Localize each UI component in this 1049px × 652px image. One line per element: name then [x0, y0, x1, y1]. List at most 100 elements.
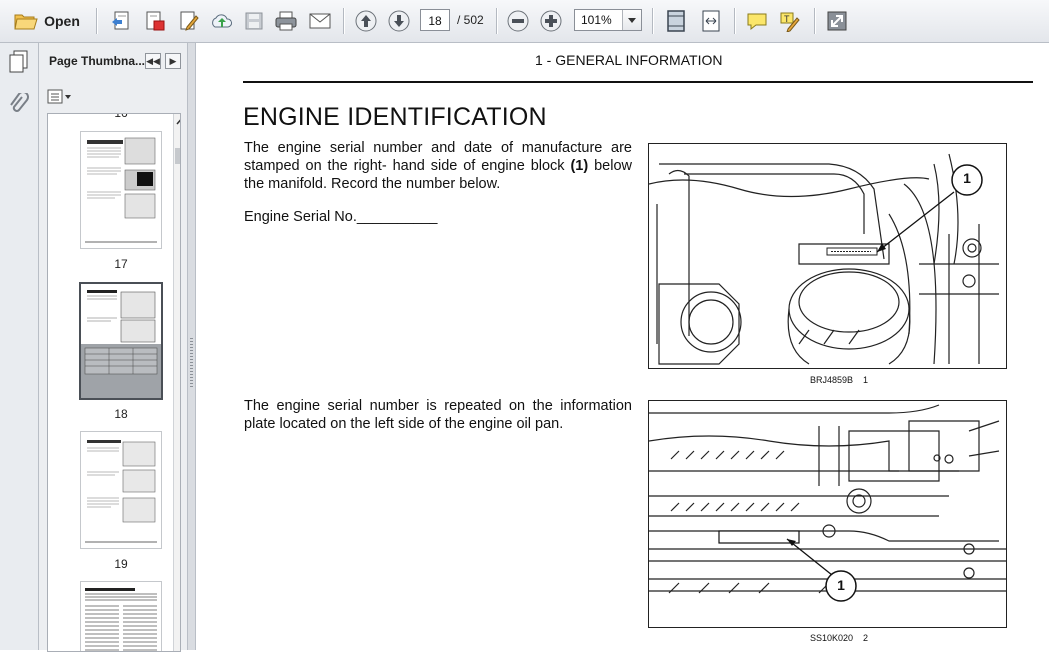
section-header: 1 - GENERAL INFORMATION: [535, 52, 723, 68]
save-icon: [245, 12, 263, 30]
highlight-icon: T: [780, 12, 800, 32]
engine-block-figure: 1: [648, 143, 1007, 369]
page-preview: [85, 588, 157, 651]
serial-number-field: Engine Serial No.__________: [244, 209, 438, 225]
comment-icon: [747, 13, 767, 31]
comment-button[interactable]: [743, 7, 771, 35]
paperclip-icon: [10, 91, 29, 112]
callout-number: 1: [963, 170, 971, 186]
email-icon: [309, 13, 331, 29]
convert-pdf-icon: [146, 11, 165, 31]
thumbnail-page-17[interactable]: [81, 132, 161, 248]
edit-pdf-icon: [180, 11, 199, 31]
fit-page-button[interactable]: [662, 7, 690, 35]
panel-header: Page Thumbna... ◀◀ ▶: [39, 43, 187, 77]
engine-block-illustration: [649, 153, 999, 365]
upload-icon: [212, 14, 232, 28]
page-up-icon: [355, 10, 377, 32]
page-title: ENGINE IDENTIFICATION: [243, 103, 547, 131]
fit-page-icon: [667, 10, 685, 32]
thumbnail-label: 16: [114, 113, 128, 120]
toolbar-separator: [814, 8, 815, 34]
document-page: 1 - GENERAL INFORMATION ENGINE IDENTIFIC…: [196, 43, 1049, 650]
figure-number: 2: [863, 633, 869, 643]
fit-width-button[interactable]: [697, 7, 725, 35]
callout-number: 1: [837, 577, 845, 593]
page-thumbnails-tab[interactable]: [7, 49, 31, 75]
oil-pan-figure: 1: [648, 400, 1007, 628]
paragraph-information-plate: The engine serial number is repeated on …: [244, 398, 632, 432]
zoom-value: 101%: [581, 13, 612, 27]
figure-code: SS10K020: [810, 633, 854, 643]
zoom-out-button[interactable]: [505, 7, 531, 35]
thumbnails-list: 16 17: [47, 113, 181, 652]
print-icon: [275, 11, 297, 31]
thumbnail-page-20[interactable]: [81, 582, 161, 651]
attachments-tab[interactable]: [8, 91, 30, 117]
page-preview: [81, 290, 161, 398]
expand-icon: [827, 11, 847, 31]
double-chevron-left-icon: ◀◀: [146, 56, 160, 66]
toolbar-separator: [96, 8, 97, 34]
edit-pdf-button[interactable]: [176, 7, 202, 35]
email-button[interactable]: [306, 7, 334, 35]
toolbar-separator: [343, 8, 344, 34]
paragraph-engine-serial: The engine serial number and date of man…: [244, 139, 632, 193]
paragraph-text: below the manifold. Record the number be…: [244, 158, 632, 192]
zoom-in-icon: [540, 10, 562, 32]
thumbnail-options-button[interactable]: [47, 89, 73, 105]
svg-text:T: T: [784, 14, 790, 24]
thumbnail-label: 19: [114, 557, 128, 571]
splitter-grip[interactable]: [190, 338, 193, 388]
open-button[interactable]: Open: [8, 7, 86, 35]
expand-button[interactable]: [823, 7, 851, 35]
callout-reference: (1): [570, 158, 589, 174]
thumbnail-page-19[interactable]: [81, 432, 161, 548]
previous-page-button[interactable]: [353, 7, 379, 35]
chevron-right-icon: ▶: [169, 56, 177, 66]
toolbar-separator: [734, 8, 735, 34]
pages-icon: [9, 50, 28, 73]
thumbnail-label: 18: [114, 407, 128, 421]
toolbar-separator: [652, 8, 653, 34]
page-down-icon: [388, 10, 410, 32]
fit-width-icon: [702, 10, 720, 32]
panel-title: Page Thumbna...: [49, 54, 146, 68]
page-preview: [85, 440, 157, 543]
convert-pdf-button[interactable]: [142, 7, 168, 35]
next-page-button[interactable]: [386, 7, 412, 35]
highlight-button[interactable]: T: [776, 7, 804, 35]
open-folder-icon: [14, 14, 38, 30]
thumbnail-page-18[interactable]: [81, 284, 161, 398]
print-button[interactable]: [272, 7, 300, 35]
zoom-in-button[interactable]: [538, 7, 564, 35]
open-label: Open: [44, 13, 80, 29]
panel-menu-button[interactable]: ▶: [165, 53, 181, 69]
page-number-input[interactable]: 18: [420, 9, 450, 31]
page-preview: [85, 137, 157, 243]
thumbnails-panel: Page Thumbna... ◀◀ ▶ 16: [39, 43, 187, 652]
toolbar-separator: [496, 8, 497, 34]
scrollbar-thumb[interactable]: [175, 148, 180, 164]
options-icon: [47, 89, 71, 104]
chevron-down-icon[interactable]: [622, 10, 641, 30]
panel-splitter[interactable]: [187, 43, 196, 650]
create-pdf-button[interactable]: [108, 7, 134, 35]
scroll-up-arrow-icon[interactable]: [174, 114, 180, 130]
thumbnail-label: 17: [114, 257, 128, 271]
save-button[interactable]: [242, 7, 266, 35]
oil-pan-illustration: [649, 404, 1006, 602]
upload-button[interactable]: [208, 7, 236, 35]
collapse-panel-button[interactable]: ◀◀: [145, 53, 161, 69]
zoom-out-icon: [507, 10, 529, 32]
figure-code: BRJ4859B: [810, 375, 854, 385]
main-toolbar: Open: [0, 0, 1049, 43]
thumbnails-scrollbar[interactable]: [173, 114, 180, 651]
paragraph-text: The engine serial number and date of man…: [244, 140, 632, 174]
zoom-select[interactable]: 101%: [574, 9, 642, 31]
navigation-rail: [0, 43, 39, 650]
figure-number: 1: [863, 375, 869, 385]
create-pdf-icon: [112, 11, 129, 30]
header-rule: [243, 81, 1033, 83]
page-total: / 502: [457, 13, 484, 27]
